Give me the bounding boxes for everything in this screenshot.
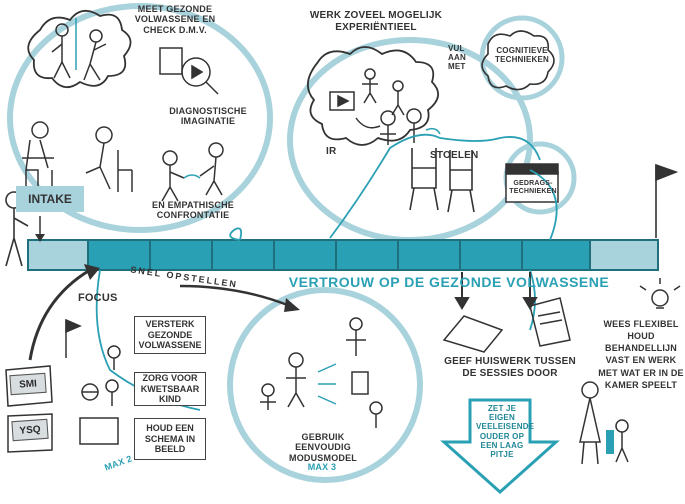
parent-child-icon	[579, 381, 629, 465]
label-intake: INTAKE	[16, 186, 84, 212]
snel-arrowhead	[284, 298, 300, 312]
intake-down-arrowhead	[35, 234, 45, 242]
magnifier-video-icon	[159, 47, 219, 95]
homework-arrows	[454, 272, 538, 310]
cognitive-circle	[479, 15, 565, 101]
label-focus: FOCUS	[78, 292, 118, 304]
snel-arrow	[179, 284, 291, 308]
connector-line-top	[229, 133, 558, 241]
parent-down-arrow	[440, 398, 560, 495]
timeline-bar	[27, 239, 659, 271]
modus-figures-icon	[260, 317, 383, 428]
timeline-dividers	[149, 240, 523, 270]
label-veeleisende-ouder: ZET JE EIGEN VEELEISENDE OUDER OP EEN LA…	[476, 404, 535, 459]
label-ysq: YSQ	[11, 418, 49, 442]
experiential-figures-icon	[329, 68, 441, 145]
modus-circle	[227, 287, 423, 483]
diagnostics-circle	[7, 3, 273, 233]
finish-flag-icon	[655, 163, 679, 238]
label-vul-aan-met: VUL AAN MET	[448, 44, 466, 72]
timeline-segment-end	[589, 239, 659, 271]
label-empathische-confrontatie: EN EMPATHISCHE CONFRONTATIE	[152, 200, 234, 221]
lightbulb-icon	[639, 278, 681, 309]
timeline-segment-intake	[27, 239, 89, 271]
thought-cloud-top-left	[27, 10, 132, 88]
box-versterk: VERSTERK GEZONDE VOLWASSENE	[134, 316, 206, 354]
label-gedragstechnieken: GEDRAGS-TECHNIEKEN	[509, 180, 557, 196]
label-smi: SMI	[9, 372, 47, 396]
chairs-icon	[409, 148, 475, 213]
thought-cloud-experiential	[307, 46, 439, 146]
questionnaire-sheets	[5, 365, 53, 453]
box-zorg: ZORG VOOR KWETSBAAR KIND	[134, 372, 206, 406]
focus-flag-icon	[65, 318, 82, 358]
label-stoelen: STOELEN	[430, 150, 479, 161]
focus-arrow	[28, 268, 91, 361]
intake-people-icon	[22, 121, 133, 192]
label-gebruik-modusmodel: GEBRUIK EENVOUDIG MODUSMODEL	[289, 432, 357, 463]
thought-cloud-cognitive	[481, 30, 555, 91]
label-diagnostische-imaginatie: DIAGNOSTISCHE IMAGINATIE	[169, 106, 247, 127]
figures-top-left-icon	[51, 18, 107, 81]
label-meet-gezonde: MEET GEZONDE VOLWASSENE EN CHECK D.M.V.	[134, 4, 216, 35]
label-huiswerk: GEEF HUISWERK TUSSEN DE SESSIES DOOR	[444, 356, 576, 379]
focus-arrowhead	[84, 264, 100, 280]
label-max-3: MAX 3	[307, 462, 337, 472]
box-houd-schema: HOUD EEN SCHEMA IN BEELD	[134, 418, 206, 460]
banner-vertrouw: VERTROUW OP DE GEZONDE VOLWASSENE	[288, 274, 610, 290]
homework-sketch-icon	[442, 297, 571, 353]
confrontation-people-icon	[161, 142, 224, 202]
label-ir: IR	[326, 146, 337, 157]
label-wees-flexibel: WEES FLEXIBEL HOUD BEHANDELLIJN VAST EN …	[598, 319, 684, 390]
focus-sketches-icon	[79, 345, 121, 445]
label-werk-experientieel: WERK ZOVEEL MOGELIJK EXPERIËNTIEEL	[309, 10, 443, 33]
label-cognitieve-technieken: COGNITIEVE TECHNIEKEN	[494, 46, 549, 65]
